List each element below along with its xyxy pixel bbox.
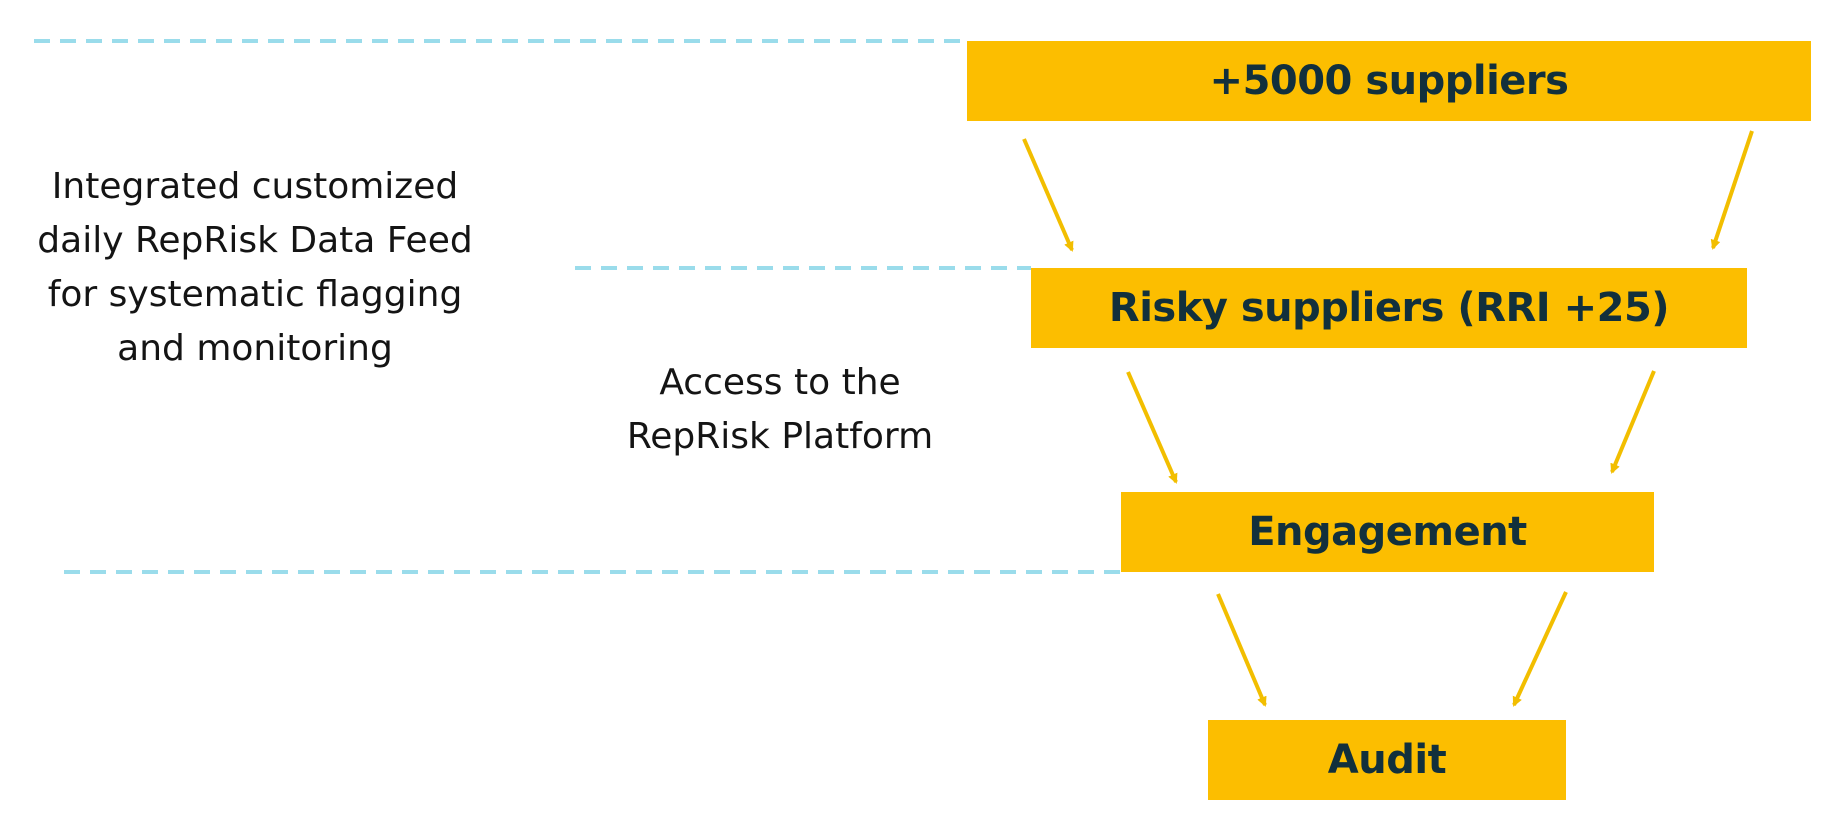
arrow-right-1 — [1710, 130, 1754, 250]
stage-suppliers-label: +5000 suppliers — [1209, 58, 1569, 104]
stage-audit-label: Audit — [1327, 737, 1447, 783]
stage-engagement-label: Engagement — [1248, 509, 1527, 555]
data-feed-line: and monitoring — [117, 328, 393, 369]
data-feed-line: daily RepRisk Data Feed — [37, 220, 473, 261]
stage-risky-suppliers-box: Risky suppliers (RRI +25) — [1031, 268, 1747, 348]
data-feed-annotation: Integrated customized daily RepRisk Data… — [20, 160, 490, 376]
arrow-right-3 — [1512, 591, 1568, 707]
stage-audit-box: Audit — [1208, 720, 1566, 800]
arrow-right-2 — [1610, 370, 1656, 474]
stage-risky-suppliers-label: Risky suppliers (RRI +25) — [1108, 285, 1670, 331]
arrow-left-1 — [1022, 138, 1074, 252]
platform-line: Access to the — [659, 362, 901, 403]
stage-engagement-box: Engagement — [1121, 492, 1654, 572]
data-feed-line: Integrated customized — [51, 166, 459, 207]
arrow-left-2 — [1126, 371, 1178, 484]
data-feed-line: for systematic flagging — [47, 274, 463, 315]
platform-line: RepRisk Platform — [626, 416, 934, 457]
platform-annotation: Access to the RepRisk Platform — [600, 356, 960, 464]
arrow-left-3 — [1216, 593, 1267, 707]
stage-suppliers-box: +5000 suppliers — [967, 41, 1811, 121]
